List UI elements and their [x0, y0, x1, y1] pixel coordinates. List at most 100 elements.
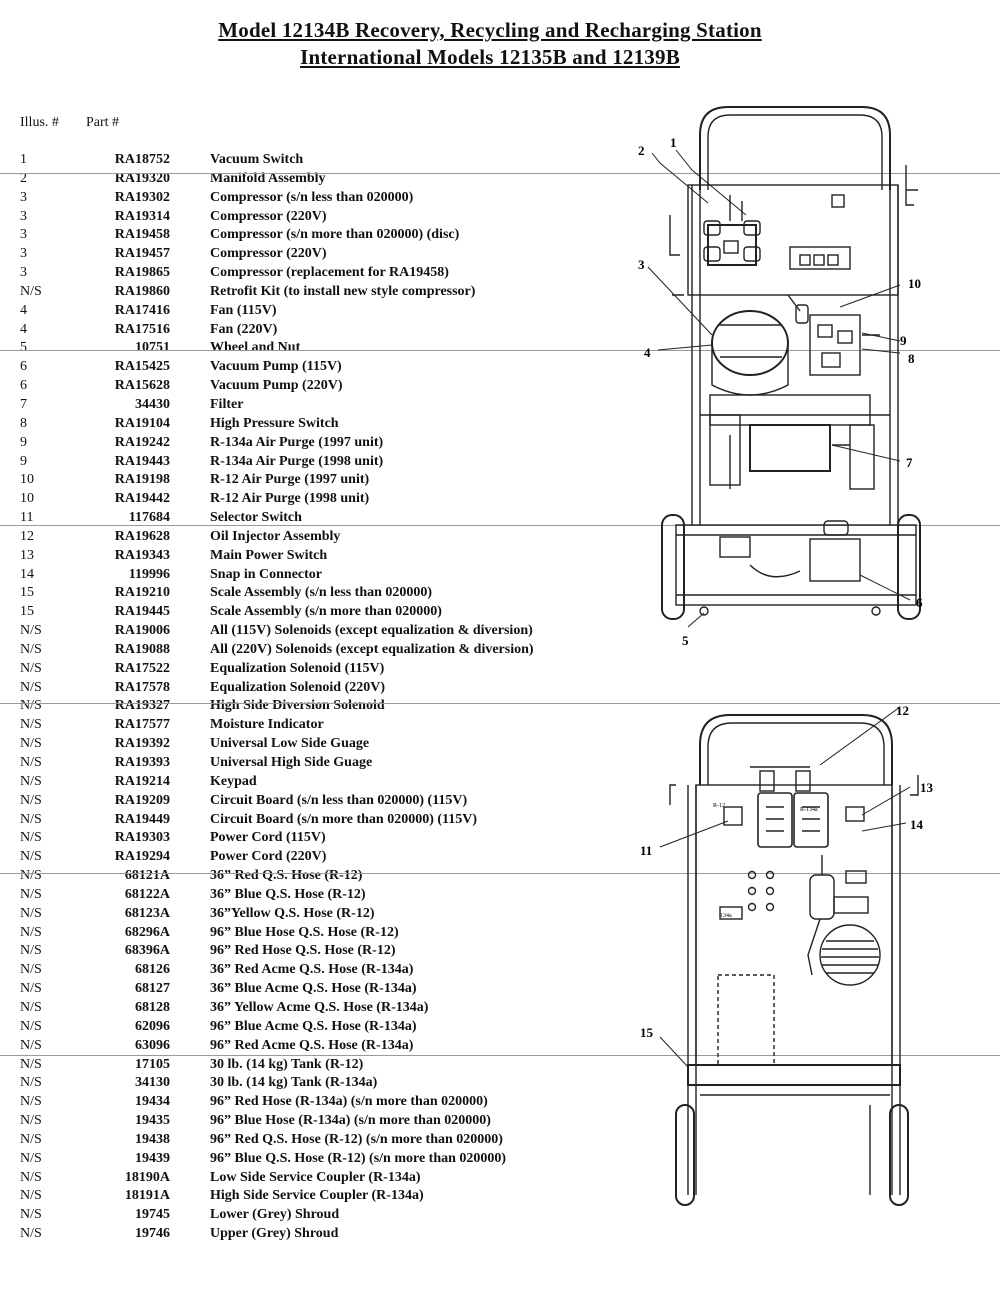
- illus-number: 3: [20, 265, 27, 281]
- part-description: Moisture Indicator: [210, 717, 324, 733]
- part-description: 36” Blue Q.S. Hose (R-12): [210, 886, 366, 902]
- illus-number: 7: [20, 396, 27, 412]
- illus-number: N/S: [20, 1075, 42, 1091]
- part-description: R-134a Air Purge (1997 unit): [210, 434, 384, 450]
- illus-number: N/S: [20, 717, 42, 733]
- part-description: 36” Red Q.S. Hose (R-12): [210, 868, 363, 884]
- part-description: 36” Yellow Acme Q.S. Hose (R-134a): [210, 999, 429, 1015]
- part-number: RA19343: [114, 547, 170, 563]
- part-description: R-134a Air Purge (1998 unit): [210, 453, 384, 469]
- callout-number: 4: [644, 345, 651, 360]
- illus-number: 15: [20, 585, 34, 601]
- part-number: RA19104: [114, 415, 170, 431]
- illus-number: 6: [20, 359, 27, 375]
- part-description: Filter: [210, 396, 244, 412]
- part-description: 36”Yellow Q.S. Hose (R-12): [210, 905, 375, 921]
- illus-number: 9: [20, 434, 27, 450]
- callout-number: 6: [916, 595, 923, 610]
- illus-number: 11: [20, 510, 34, 526]
- part-number: 19746: [135, 1226, 170, 1242]
- part-number: RA18752: [114, 152, 170, 167]
- illus-number: 5: [20, 340, 27, 356]
- part-description: Wheel and Nut: [210, 340, 301, 356]
- page-subtitle: International Models 12135B and 12139B: [300, 45, 680, 69]
- diagram-small-labels: R-12 R-134a 134a: [713, 803, 818, 919]
- illus-number: 2: [20, 170, 27, 186]
- callout-number: 13: [920, 780, 934, 795]
- part-number: 119996: [128, 566, 170, 582]
- part-number: 18191A: [124, 1188, 170, 1204]
- part-number: 34130: [135, 1075, 170, 1091]
- illus-number: 4: [20, 302, 27, 318]
- part-description: Vacuum Pump (220V): [210, 378, 343, 394]
- illus-number: N/S: [20, 773, 42, 789]
- part-number: RA17516: [114, 321, 170, 337]
- part-description: Scale Assembly (s/n more than 020000): [210, 604, 442, 620]
- illus-number: N/S: [20, 623, 42, 639]
- part-description: 96” Red Q.S. Hose (R-12) (s/n more than …: [210, 1131, 503, 1147]
- part-description: Manifold Assembly: [210, 170, 326, 186]
- illus-number: N/S: [20, 943, 42, 959]
- part-description: All (220V) Solenoids (except equalizatio…: [210, 641, 534, 657]
- part-number: RA19294: [114, 849, 170, 865]
- part-number: 34430: [135, 396, 170, 412]
- illus-number: 14: [20, 566, 34, 582]
- part-description: 30 lb. (14 kg) Tank (R-12): [210, 1056, 364, 1072]
- part-number: RA19006: [114, 623, 170, 639]
- part-description: Equalization Solenoid (220V): [210, 679, 386, 695]
- part-description: 36” Blue Acme Q.S. Hose (R-134a): [210, 981, 417, 997]
- part-number: 19745: [135, 1207, 170, 1223]
- part-number: RA17416: [114, 302, 170, 318]
- illus-number: N/S: [20, 1150, 42, 1166]
- part-description: 96” Red Acme Q.S. Hose (R-134a): [210, 1037, 414, 1053]
- part-number: 68128: [135, 999, 170, 1015]
- part-description: Lower (Grey) Shroud: [210, 1207, 340, 1223]
- callout-number: 15: [640, 1025, 654, 1040]
- part-number: 19435: [135, 1113, 170, 1129]
- part-number: RA19392: [114, 736, 170, 752]
- part-description: 36” Red Acme Q.S. Hose (R-134a): [210, 962, 414, 978]
- part-number: RA17578: [114, 679, 170, 695]
- illus-number: 3: [20, 208, 27, 224]
- r12-tag-label: R-12: [713, 803, 725, 809]
- scan-rule: [0, 525, 1000, 526]
- part-description: Fan (220V): [210, 321, 278, 337]
- part-description: Power Cord (115V): [210, 830, 326, 846]
- illus-number: N/S: [20, 830, 42, 846]
- illus-number: N/S: [20, 905, 42, 921]
- part-description: Universal Low Side Guage: [210, 736, 370, 752]
- part-description: R-12 Air Purge (1998 unit): [210, 491, 370, 507]
- part-description: Scale Assembly (s/n less than 020000): [210, 585, 433, 601]
- illus-number: N/S: [20, 792, 42, 808]
- part-number: RA19442: [114, 491, 170, 507]
- part-number: RA19628: [114, 528, 170, 544]
- part-number: 17105: [135, 1056, 170, 1072]
